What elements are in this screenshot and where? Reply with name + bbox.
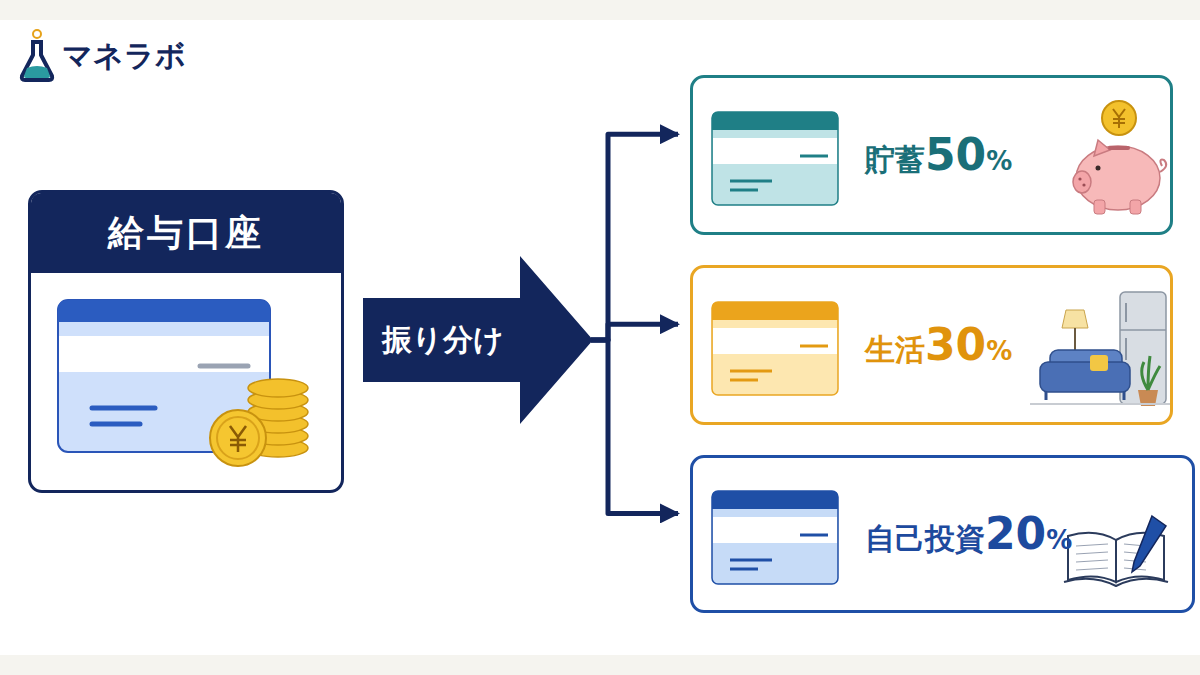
living-room [1030,292,1170,406]
piggy-bank [1073,101,1166,214]
top-band [0,0,1200,20]
coin-stack [210,379,308,466]
destination-box: 貯蓄50% [690,75,1173,235]
destination-box: 自己投資20% [690,455,1195,613]
share-label-part: 生活 [865,332,925,367]
account-card [712,491,838,584]
account-card [712,112,838,205]
arrow-label: 振り分け [363,298,523,382]
split-arrow: 振り分け [363,256,593,424]
bottom-band [0,655,1200,675]
share-label-part: 30 [925,319,986,370]
account-card [712,302,838,395]
share-label-part: % [986,336,1012,366]
share-label-part: 自己投資 [865,521,985,556]
share-label-part: 20 [985,508,1046,559]
share-label: 生活30% [865,323,1012,367]
branch-arrow [591,134,678,340]
logo-flask [22,30,52,80]
box-heading: 給与口座 [31,193,341,273]
salary-account-box: 給与口座 [28,190,344,493]
share-label: 貯蓄50% [865,133,1012,177]
logo-text: マネラボ [62,36,186,77]
branch-arrow [591,340,678,513]
arrow-fill [363,256,593,424]
share-label-part: 貯蓄 [865,142,925,177]
share-label-part: % [986,146,1012,176]
notebook-pen [1064,516,1168,586]
share-label: 自己投資20% [865,512,1072,556]
share-label-part: 50 [925,129,986,180]
share-label-part: % [1046,525,1072,555]
destination-box: 生活30% [690,265,1173,425]
